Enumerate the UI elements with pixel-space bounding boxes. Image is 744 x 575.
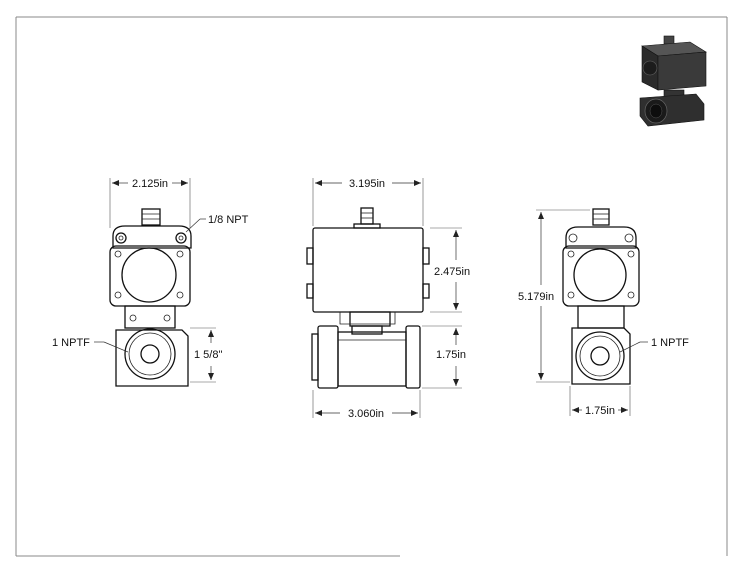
front-width-label: 2.125in: [132, 178, 168, 190]
side-npt-label: 1 NPTF: [651, 337, 689, 349]
front-npt-label: 1 NPTF: [52, 337, 90, 349]
body-height-label: 1.75in: [436, 349, 466, 361]
top-width-label: 3.195in: [349, 178, 385, 190]
isometric-valve-thumbnail: [639, 35, 707, 127]
actuator-height-dimension: 2.475in: [430, 227, 470, 313]
side-width-dimension: 1.75in: [569, 386, 631, 417]
side-total-height-dimension: 5.179in: [518, 209, 590, 383]
middle-view: [306, 207, 430, 389]
side-total-height-label: 5.179in: [518, 291, 554, 303]
sheet-border: [15, 16, 728, 557]
body-width-label: 3.060in: [348, 408, 384, 420]
port-callout: 1/8 NPT: [185, 214, 249, 233]
front-height-dimension: 1 5/8": [190, 327, 222, 383]
front-height-label: 1 5/8": [194, 349, 222, 361]
side-width-label: 1.75in: [585, 405, 615, 417]
front-width-dimension: 2.125in: [109, 178, 191, 228]
top-width-dimension: 3.195in: [312, 178, 424, 226]
actuator-height-label: 2.475in: [434, 266, 470, 278]
side-npt-callout: 1 NPTF: [619, 337, 689, 353]
body-width-dimension: 3.060in: [312, 390, 421, 420]
side-view: [562, 208, 640, 385]
front-view: [109, 208, 192, 387]
body-height-dimension: 1.75in: [422, 325, 466, 389]
port-npt-label: 1/8 NPT: [208, 214, 249, 226]
front-npt-callout: 1 NPTF: [52, 337, 129, 353]
